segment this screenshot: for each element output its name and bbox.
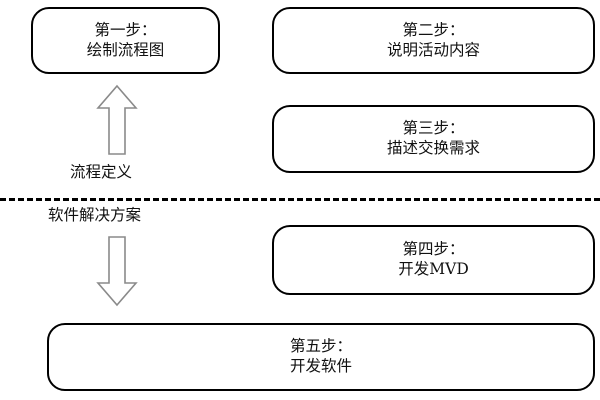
node-step-4[interactable]: 第四步： 开发MVD	[272, 225, 595, 295]
node-step-1-line1: 第一步：	[94, 20, 157, 39]
label-software-solution: 软件解决方案	[48, 206, 142, 224]
arrow-down-icon	[96, 236, 138, 307]
dashed-divider	[0, 198, 600, 201]
node-step-1-line2: 绘制流程图	[86, 40, 165, 59]
node-step-5[interactable]: 第五步： 开发软件	[47, 323, 595, 391]
node-step-2-line2: 说明活动内容	[386, 40, 480, 59]
node-step-5-line2: 开发软件	[289, 357, 352, 375]
node-step-4-line2: 开发MVD	[398, 260, 469, 278]
arrow-up-icon	[96, 84, 138, 155]
node-step-2-line1: 第二步：	[402, 20, 465, 39]
node-step-4-line1: 第四步：	[402, 240, 465, 259]
label-process-definition: 流程定义	[70, 163, 133, 181]
node-step-3[interactable]: 第三步： 描述交换需求	[272, 105, 595, 173]
node-step-3-line1: 第三步：	[402, 119, 465, 138]
node-step-2[interactable]: 第二步： 说明活动内容	[272, 7, 595, 74]
node-step-1[interactable]: 第一步： 绘制流程图	[31, 7, 220, 74]
node-step-3-line2: 描述交换需求	[386, 139, 480, 157]
node-step-5-line1: 第五步：	[289, 337, 352, 356]
